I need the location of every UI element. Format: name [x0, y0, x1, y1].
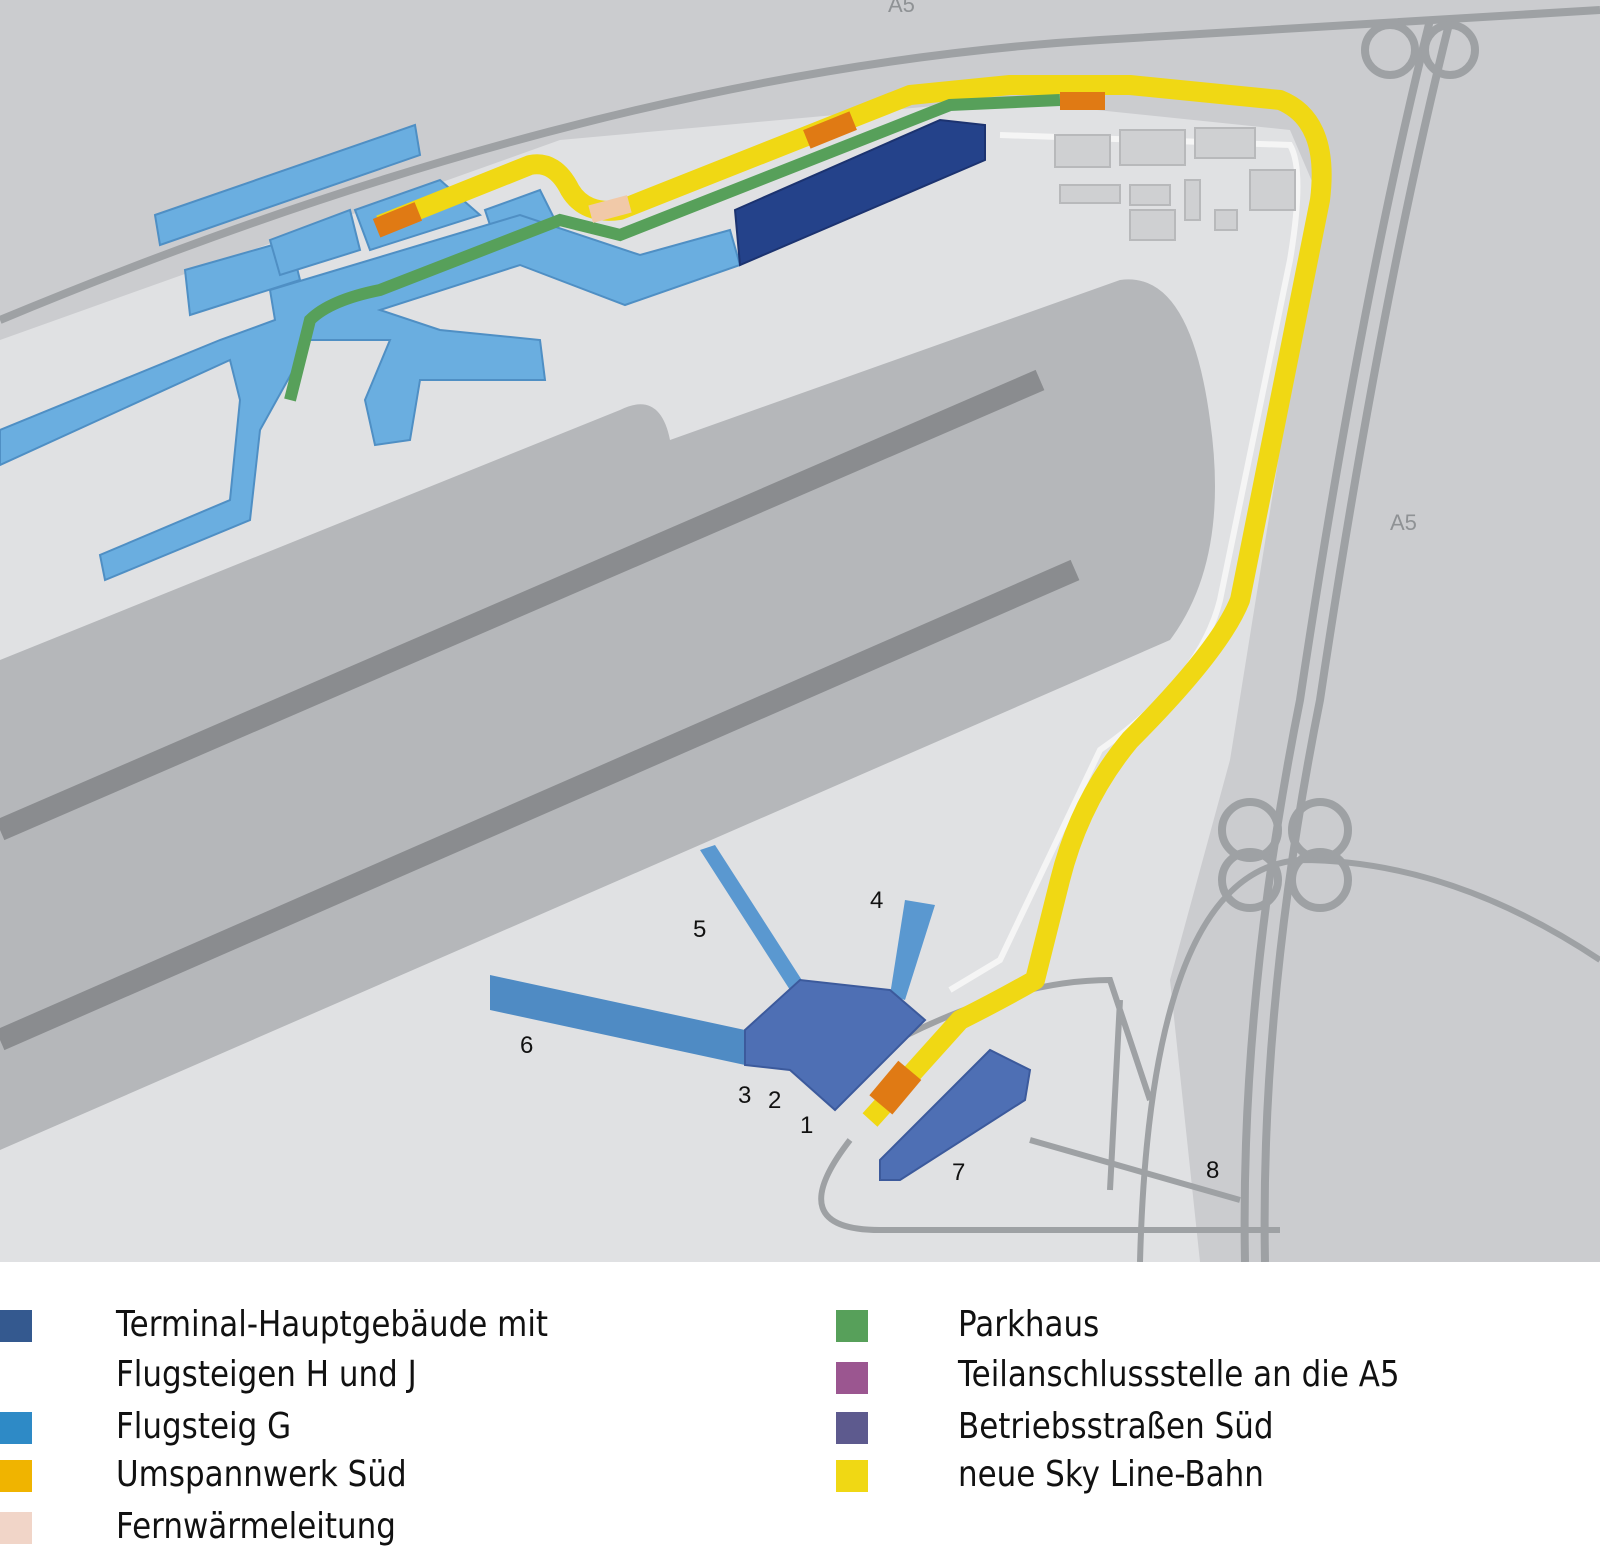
legend-label-betriebsstrassen: Betriebsstraßen Süd	[958, 1406, 1274, 1447]
building-numbers: 1 2 3 4 5 6 7 8	[520, 887, 1219, 1186]
building-number-7: 7	[952, 1159, 965, 1186]
runway-north	[0, 369, 1045, 841]
building-number-1: 1	[800, 1112, 813, 1139]
building-number-8: 8	[1206, 1157, 1219, 1184]
fernwaerme-marker	[588, 195, 632, 223]
airport-map: A5 A5 1 2 3 4 5	[0, 0, 1600, 1262]
legend-label-terminal-line2: Flugsteigen H und J	[116, 1354, 417, 1395]
building-number-6: 6	[520, 1032, 533, 1059]
green-line	[284, 94, 1061, 402]
building-number-5: 5	[693, 916, 706, 943]
legend-swatch-betriebsstrassen	[836, 1412, 868, 1444]
legend-label-fernwaerme: Fernwärmeleitung	[116, 1506, 396, 1547]
road-label-a5-right: A5	[1390, 510, 1417, 535]
sky-line-rail	[376, 75, 1332, 1127]
umspannwerk-markers	[372, 92, 1105, 1115]
grey-buildings	[1054, 127, 1296, 241]
legend-label-flugsteig-g: Flugsteig G	[116, 1406, 292, 1447]
legend-swatch-flugsteig-g	[0, 1412, 32, 1444]
legend-label-terminal-line1: Terminal-Hauptgebäude mit	[116, 1304, 549, 1345]
building-number-2: 2	[768, 1087, 781, 1114]
legend-label-teilanschluss: Teilanschlussstelle an die A5	[958, 1354, 1400, 1395]
legend-label-parkhaus: Parkhaus	[958, 1304, 1100, 1345]
parkhaus-north	[733, 118, 986, 267]
road-label-a5-top: A5	[888, 0, 915, 17]
runway-south	[0, 559, 1080, 1051]
legend-swatch-fernwaerme	[0, 1512, 32, 1544]
legend-label-umspannwerk: Umspannwerk Süd	[116, 1454, 407, 1495]
legend-swatch-teilanschluss	[836, 1362, 868, 1394]
building-number-3: 3	[738, 1082, 751, 1109]
building-number-4: 4	[870, 887, 883, 914]
map-legend: Terminal-Hauptgebäude mit Flugsteigen H …	[0, 1300, 1600, 1548]
legend-swatch-umspannwerk	[0, 1460, 32, 1492]
legend-swatch-sky-line	[836, 1460, 868, 1492]
motorway-a5	[0, 6, 1600, 1262]
legend-label-sky-line: neue Sky Line-Bahn	[958, 1454, 1264, 1495]
legend-swatch-terminal	[0, 1310, 32, 1342]
legend-swatch-parkhaus	[836, 1310, 868, 1342]
terminal-3-buildings	[490, 845, 1032, 1181]
runway-field	[0, 279, 1215, 1150]
